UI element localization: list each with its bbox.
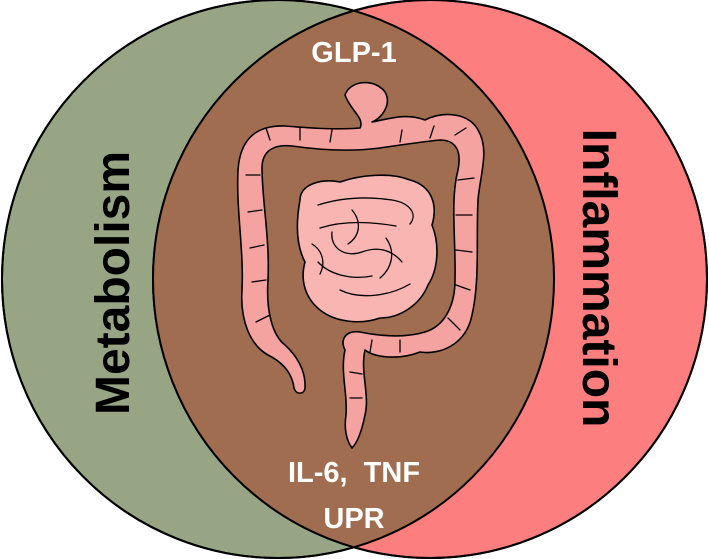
- intestine-icon: [236, 81, 485, 449]
- metabolism-label: Metabolism: [87, 151, 140, 415]
- cytokines-label: IL-6, TNF: [288, 457, 420, 489]
- inflammation-label: Inflammation: [572, 129, 625, 428]
- upr-label: UPR: [323, 503, 384, 535]
- glp1-label: GLP-1: [311, 37, 396, 69]
